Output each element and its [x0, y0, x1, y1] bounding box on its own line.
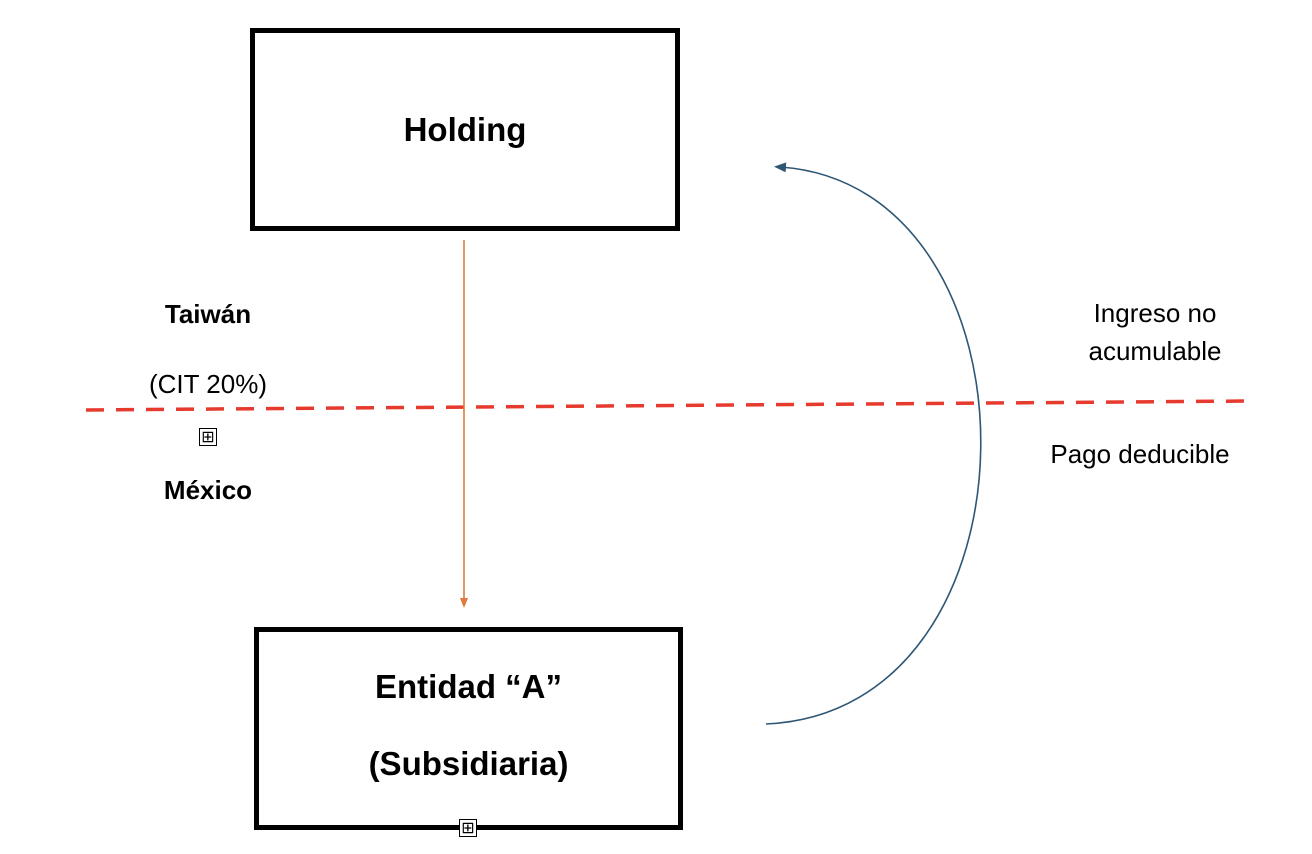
- region-mexico-label: México: [163, 475, 253, 505]
- income-flow-label: Ingreso no acumulable: [1088, 298, 1222, 366]
- region-taiwan-label: Taiwán: [164, 299, 252, 329]
- payment-flow-label: Pago deducible: [1050, 439, 1230, 469]
- subsidiary-name-label: Entidad “A”: [375, 668, 562, 705]
- expand-marker-icon[interactable]: ⊞: [199, 428, 217, 446]
- region-taiwan-tax-note: (CIT 20%): [149, 369, 267, 399]
- holding-label: Holding: [403, 111, 527, 148]
- expand-marker-icon-bottom[interactable]: ⊞: [459, 819, 477, 837]
- return-flow-arrow: [765, 162, 982, 725]
- holding-box: Holding: [250, 28, 680, 231]
- country-border-line: [85, 399, 1253, 412]
- subsidiary-type-label: (Subsidiaria): [368, 745, 569, 782]
- subsidiary-box: Entidad “A” (Subsidiaria): [254, 627, 683, 830]
